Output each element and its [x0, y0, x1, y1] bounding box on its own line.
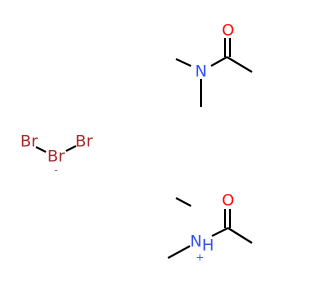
structure-canvas: O N Br Br Br - O N H +: [20, 20, 253, 264]
atom-br-left: Br: [20, 132, 38, 151]
bond-bottom-methyl-upper: [175, 197, 192, 207]
tribromide-anion: Br Br Br -: [20, 132, 93, 177]
bond-top-n-carbonyl: [210, 56, 228, 67]
bond-br-left: [35, 146, 47, 153]
bond-br-right: [65, 145, 77, 152]
structure-diagram: O N Br Br Br - O N H +: [20, 21, 253, 264]
bottom-charge: +: [196, 253, 204, 264]
molecule-bottom: O N H +: [167, 191, 253, 264]
molecule-top: O N: [175, 21, 253, 107]
atom-bottom-hydrogen: H: [202, 236, 214, 255]
bond-top-carbonyl-methyl: [226, 56, 253, 73]
bond-top-methyl-upper: [175, 58, 192, 67]
atom-br-center: Br: [47, 147, 65, 166]
tribromide-charge: -: [54, 166, 58, 177]
atom-top-oxygen: O: [222, 21, 235, 40]
atom-br-right: Br: [75, 132, 93, 151]
atom-bottom-nitrogen: N: [190, 232, 202, 251]
atom-bottom-oxygen: O: [222, 191, 235, 210]
bond-bottom-carbonyl-methyl: [227, 227, 253, 244]
bond-bottom-methyl-lower: [167, 245, 191, 259]
bond-bottom-n-carbonyl: [211, 227, 229, 237]
atom-top-nitrogen: N: [195, 62, 207, 81]
